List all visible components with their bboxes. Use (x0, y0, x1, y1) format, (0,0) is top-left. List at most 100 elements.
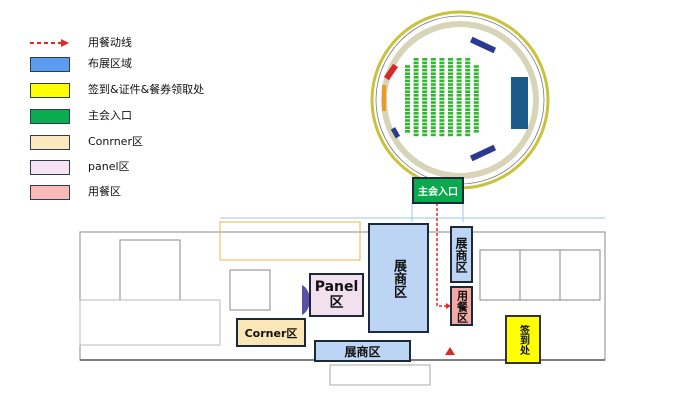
seat (422, 97, 428, 101)
seat (473, 65, 479, 68)
seat (465, 112, 471, 115)
seat (473, 126, 479, 129)
zone-label: 用餐区 (455, 289, 469, 323)
legend-label: 主会入口 (88, 109, 132, 122)
seat (456, 61, 462, 65)
seat (413, 79, 419, 83)
seat (465, 61, 471, 65)
seat (413, 76, 419, 79)
seat (405, 72, 410, 75)
seat (473, 115, 479, 119)
seat (456, 68, 462, 72)
legend-label: 签到&证件&餐券领取处 (88, 83, 205, 96)
seat (456, 115, 462, 119)
seat (439, 119, 445, 122)
seat (456, 65, 462, 68)
stage (511, 77, 528, 129)
seat (456, 58, 462, 61)
seat (430, 122, 436, 126)
seat (413, 112, 419, 115)
seat (413, 101, 419, 104)
seat (422, 61, 428, 65)
seat (456, 133, 462, 137)
seat (413, 108, 419, 111)
seat (430, 112, 436, 115)
seat (413, 90, 419, 93)
seat (473, 130, 479, 133)
seat (456, 122, 462, 126)
seat (473, 90, 479, 93)
dining-zone: 用餐区 (450, 286, 473, 326)
seat (439, 112, 445, 115)
legend-dining-route: 用餐动线 (30, 36, 330, 52)
seat (439, 133, 445, 137)
seat (456, 94, 462, 97)
seat (413, 97, 419, 101)
seat (430, 130, 436, 133)
seat (430, 68, 436, 72)
seat (448, 126, 453, 129)
legend-registration: 签到&证件&餐券领取处 (30, 83, 330, 99)
legend-swatch (30, 135, 70, 150)
legend-label: panel区 (88, 160, 130, 173)
seat (405, 76, 410, 79)
seat (439, 101, 445, 104)
seat (413, 86, 419, 90)
seat (422, 79, 428, 83)
seat (456, 97, 462, 101)
seat (405, 115, 410, 119)
seat (413, 104, 419, 108)
seat (473, 68, 479, 72)
seat (430, 79, 436, 83)
seat (448, 115, 453, 119)
seat (430, 101, 436, 104)
seat (430, 119, 436, 122)
seat (465, 90, 471, 93)
seat (405, 101, 410, 104)
zone-label: Corner区 (244, 326, 298, 340)
exhibitor-zone-bottom: 展商区 (314, 340, 411, 362)
seat (473, 122, 479, 126)
seat (439, 130, 445, 133)
seat (439, 76, 445, 79)
legend-swatch (30, 57, 70, 72)
seat (405, 112, 410, 115)
seat (465, 115, 471, 119)
seat (465, 58, 471, 61)
seat (473, 101, 479, 104)
seat (448, 65, 453, 68)
seat (448, 83, 453, 86)
seat (465, 122, 471, 126)
legend-dining: 用餐区 (30, 185, 330, 201)
seat (413, 133, 419, 137)
seat (422, 68, 428, 72)
seat (465, 86, 471, 90)
seat (465, 101, 471, 104)
seat (439, 104, 445, 108)
seat (430, 65, 436, 68)
main-hall (370, 10, 550, 190)
seat (430, 72, 436, 75)
seat (413, 130, 419, 133)
seat (430, 90, 436, 93)
seat (448, 90, 453, 93)
seat (439, 122, 445, 126)
legend-label: Conrner区 (88, 135, 143, 148)
seat (473, 112, 479, 115)
seat (465, 108, 471, 111)
seat (465, 130, 471, 133)
seat (439, 68, 445, 72)
seat (439, 94, 445, 97)
seat (422, 130, 428, 133)
seat (448, 101, 453, 104)
seat (413, 58, 419, 61)
seat (439, 86, 445, 90)
seat (405, 104, 410, 108)
zone-label: 展商区 (344, 344, 381, 359)
stage-semicircle (302, 285, 310, 315)
seat (405, 122, 410, 126)
seat (422, 58, 428, 61)
seat (456, 130, 462, 133)
seat (422, 83, 428, 86)
seat (456, 90, 462, 93)
